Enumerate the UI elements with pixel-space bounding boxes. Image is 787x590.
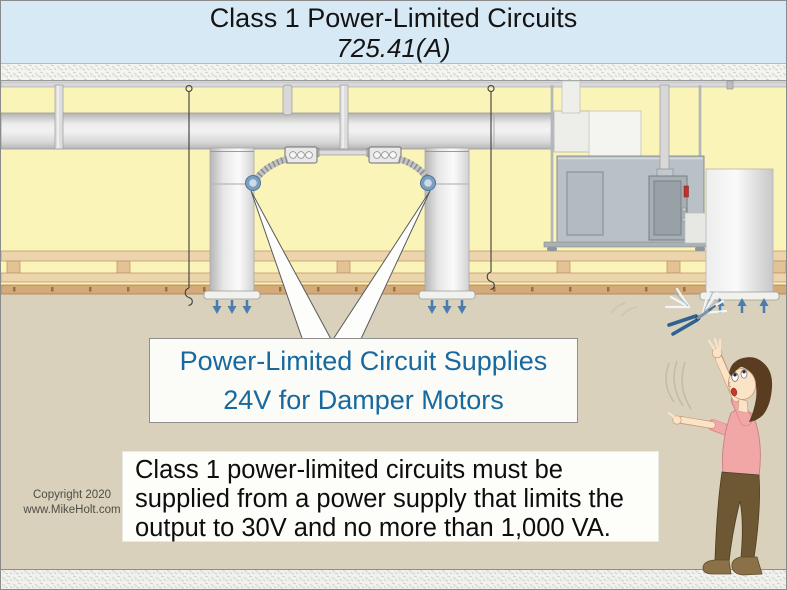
return-air-duct [684,168,780,301]
air-swoosh-lines [610,302,638,317]
rule-note-box: Class 1 power-limited circuits must be s… [122,451,659,542]
disconnect-switch [648,84,689,241]
junction-box-1 [284,146,318,164]
floor-strip [1,569,786,589]
hanger-wire-2 [486,84,495,291]
duct-strap-2 [339,84,349,150]
diagram-title: Class 1 Power-Limited Circuits 725.41(A) [1,3,786,62]
supply-duct-drop-1 [203,147,261,300]
elbow-conduit [282,84,293,116]
damper-motor-1 [245,175,261,191]
damper-motor-2 [420,175,436,191]
hanger-wire-1 [184,84,193,307]
supply-air-arrows [212,300,467,314]
title-band [1,1,786,65]
title-text: Class 1 Power-Limited Circuits [209,3,578,33]
main-supply-duct [1,112,555,150]
disconnect-handle [683,185,689,198]
duct-transition [553,80,642,160]
junction-box-2 [368,146,402,164]
code-section-reference: 725.41(A) [336,33,451,63]
flying-pliers [659,287,728,344]
ceiling-conduit [1,80,786,90]
motion-arc-lines [665,360,692,410]
duct-strap-1 [54,84,64,150]
access-panel [566,171,604,236]
callout-box: Power-Limited Circuit Supplies 24V for D… [149,338,578,423]
person [665,337,773,576]
ceiling-strip [1,63,786,81]
copyright-notice: Copyright 2020 www.MikeHolt.com [23,489,121,516]
supply-duct-drop-2 [418,147,476,300]
